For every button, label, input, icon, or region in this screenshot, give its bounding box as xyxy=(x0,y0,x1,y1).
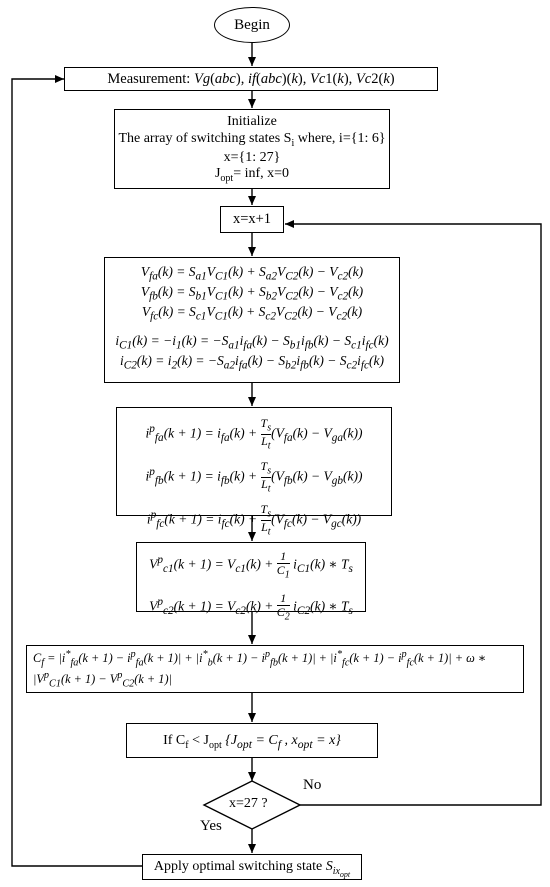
initialize-box: Initialize The array of switching states… xyxy=(114,109,390,189)
arrow-outer-loop xyxy=(11,75,142,867)
arrow-no-loop xyxy=(285,220,542,806)
initialize-x-range: x={1: 27} xyxy=(223,149,281,165)
current-eq-c2: iC2(k) = i2(k) = −Sa2ifa(k) − Sb2ifb(k) … xyxy=(119,352,385,372)
voltage-eq-b: Vfb(k) = Sb1VC1(k) + Sb2VC2(k) − Vc2(k) xyxy=(140,284,364,303)
increment-text: x=x+1 xyxy=(232,211,272,227)
initialize-jopt: Jopt= inf, x=0 xyxy=(214,166,290,185)
apply-text: Apply optimal switching state Sixopt xyxy=(153,859,351,879)
initialize-title: Initialize xyxy=(227,114,277,129)
cost-line-1: Cf = |i*fa(k + 1) − ipfa(k + 1)| + |i*b(… xyxy=(33,649,487,669)
initialize-switching-array: The array of switching states Si where, … xyxy=(118,130,386,149)
decision-diamond xyxy=(202,780,302,830)
cost-function-box: Cf = |i*fa(k + 1) − ipfa(k + 1)| + |i*b(… xyxy=(26,645,524,693)
no-label: No xyxy=(303,777,322,793)
condition-box: If Cf < Jopt {Jopt = Cf , xopt = x} xyxy=(126,723,378,758)
begin-terminal: Begin xyxy=(214,7,290,43)
voltage-eq-c: Vfc(k) = Sc1VC1(k) + Sc2VC2(k) − Vc2(k) xyxy=(141,304,363,324)
yes-label: Yes xyxy=(200,818,222,834)
decision-label: x=27 ? xyxy=(229,796,268,811)
voltage-current-box: Vfa(k) = Sa1VC1(k) + Sa2VC2(k) − Vc2(k) … xyxy=(104,257,400,383)
increment-box: x=x+1 xyxy=(220,206,284,233)
voltage-eq-a: Vfa(k) = Sa1VC1(k) + Sa2VC2(k) − Vc2(k) xyxy=(140,264,364,283)
condition-text: If Cf < Jopt {Jopt = Cf , xopt = x} xyxy=(163,733,341,751)
apply-box: Apply optimal switching state Sixopt xyxy=(142,854,362,880)
measurement-box: Measurement: Vg(abc), if(abc)(k), Vc1(k)… xyxy=(64,67,438,91)
measurement-text: Measurement: Vg(abc), if(abc)(k), Vc1(k)… xyxy=(107,71,395,87)
begin-label: Begin xyxy=(234,16,270,33)
current-eq-c1: iC1(k) = −i1(k) = −Sa1ifa(k) − Sb1ifb(k)… xyxy=(115,332,389,352)
cost-line-2: |VpC1(k + 1) − VpC2(k + 1)| xyxy=(33,669,172,690)
